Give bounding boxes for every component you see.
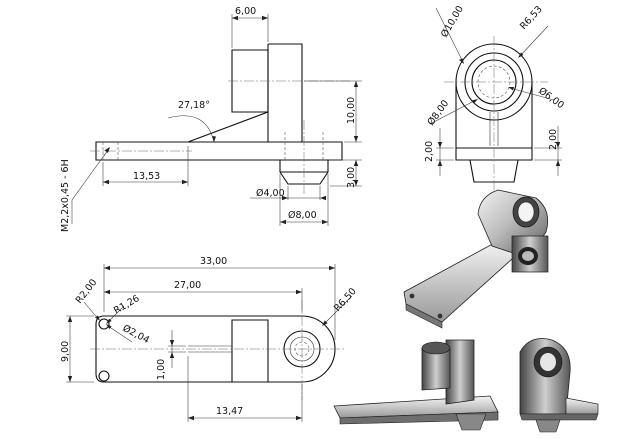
isometric-side-view — [333, 339, 499, 431]
dim-height-3: 3,00 — [346, 167, 357, 188]
dim-dia-8-front: Ø8,00 — [426, 98, 452, 128]
dim-r-6-53: R6,53 — [518, 4, 545, 32]
dim-dia-2-04: Ø2,04 — [121, 323, 151, 346]
dim-right-2: 2,00 — [548, 129, 559, 150]
dim-height-9: 9,00 — [60, 341, 71, 362]
dim-dia-6: Ø6,00 — [536, 86, 566, 112]
dim-dia-4: Ø4,00 — [256, 188, 285, 199]
dim-thread: M2,2x0,45 - 6H — [60, 159, 71, 232]
dim-len-27: 27,00 — [174, 280, 201, 291]
dim-left-13-53: 13,53 — [133, 171, 160, 182]
dim-height-1: 1,00 — [156, 359, 167, 380]
dim-left-2: 2,00 — [424, 141, 435, 162]
dim-r-6-50: R6,50 — [332, 286, 359, 314]
side-view: 6,00 27,18° 10,00 3,00 13,53 Ø4,00 Ø8,00… — [60, 6, 362, 232]
dim-height-10: 10,00 — [346, 97, 357, 124]
dim-len-13-47: 13,47 — [216, 406, 243, 417]
isometric-front-view — [519, 338, 599, 433]
dim-total-33: 33,00 — [200, 256, 227, 267]
dim-dia-8-side: Ø8,00 — [288, 210, 317, 221]
front-view: Ø10,00 R6,53 Ø8,00 Ø6,00 2,00 2,00 — [424, 4, 566, 194]
isometric-view — [403, 189, 549, 329]
dim-r-1-26: R1,26 — [112, 293, 142, 316]
top-view: 33,00 27,00 R2,00 R1,26 Ø2,04 R6,50 9,00… — [60, 256, 359, 422]
dim-r-2: R2,00 — [74, 277, 100, 306]
dim-angle: 27,18° — [178, 100, 210, 111]
dim-width-6: 6,00 — [235, 6, 256, 17]
